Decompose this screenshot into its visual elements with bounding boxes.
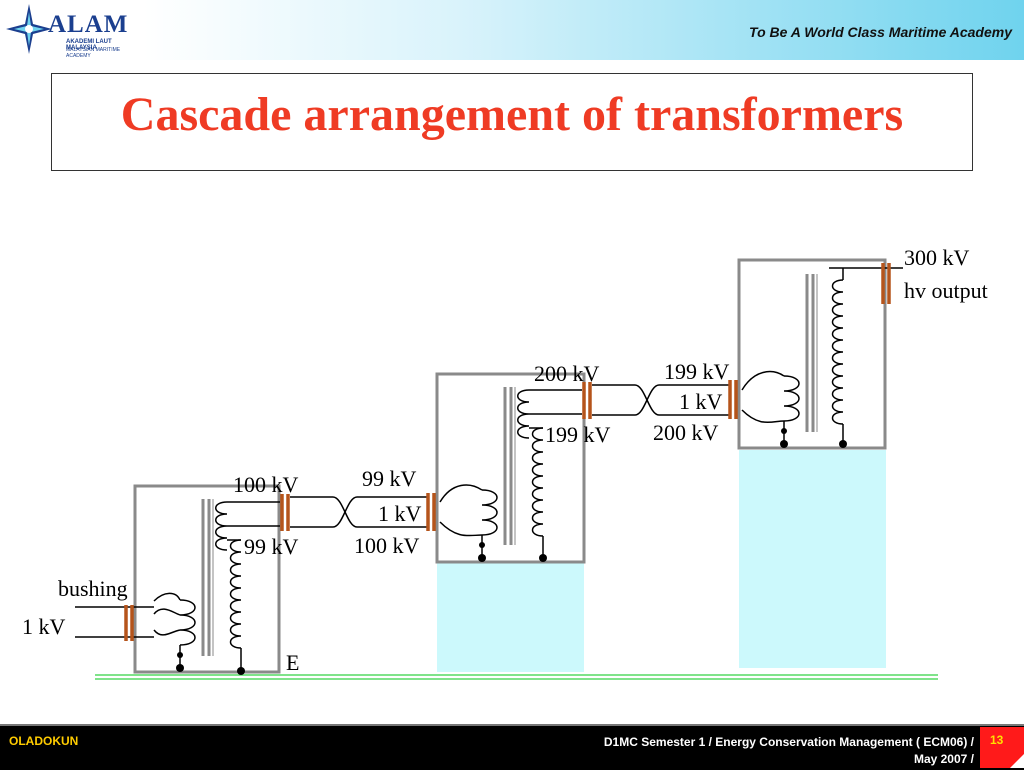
logo-subtitle-english: MALAYSIAN MARITIME ACADEMY (66, 47, 121, 59)
alam-logo: ALAM AKADEMI LAUT MALAYSIA MALAYSIAN MAR… (4, 2, 134, 59)
label-coupling2-mid: 1 kV (679, 389, 723, 414)
footer-course-line2: May 2007 / (913, 752, 974, 766)
star-compass-icon (6, 4, 52, 54)
primary-feed-mid-stage1 (153, 608, 181, 616)
primary-feed-bottom-stage3 (741, 409, 785, 424)
coupling1-cross-a (332, 496, 382, 528)
label-coupling1-top: 99 kV (362, 466, 417, 491)
footer-bar: OLADOKUN D1MC Semester 1 / Energy Conser… (0, 724, 1024, 770)
coupling1-cross-b (332, 496, 382, 528)
junction-3 (781, 428, 787, 434)
page-number: 13 (990, 733, 1004, 747)
slide-title: Cascade arrangement of transformers (120, 88, 904, 141)
coupling2-cross-a (634, 384, 682, 416)
earth-node-2b (539, 554, 547, 562)
primary-feed-bottom-stage1 (153, 629, 181, 636)
tertiary-winding-stage2 (517, 389, 530, 439)
primary-feed-top-stage2 (439, 484, 483, 503)
label-stage1-tap: 99 kV (244, 534, 299, 559)
primary-winding-stage1 (179, 599, 196, 646)
title-box (51, 73, 973, 171)
junction-2 (479, 542, 485, 548)
tank-stage1 (133, 484, 281, 674)
primary-winding-stage3 (783, 375, 800, 422)
hv-winding-stage2 (531, 427, 544, 537)
label-input-kv: 1 kV (22, 614, 66, 639)
header-tagline: To Be A World Class Maritime Academy (749, 24, 1012, 40)
logo-subtitle: AKADEMI LAUT MALAYSIA (66, 39, 112, 51)
label-output-kv: 300 kV (904, 245, 970, 270)
header-band (0, 0, 1024, 60)
hv-winding-stage1 (229, 539, 242, 649)
label-stage1-top: 100 kV (233, 472, 299, 497)
insulating-platform-stage2 (437, 562, 584, 672)
earth-node-1b (237, 667, 245, 675)
tank-stage2 (435, 372, 586, 564)
label-hv-output: hv output (904, 278, 988, 303)
earth-node-3b (839, 440, 847, 448)
footer-author: OLADOKUN (9, 734, 79, 748)
hv-winding-stage3 (831, 279, 844, 425)
primary-feed-top-stage1 (153, 592, 181, 602)
footer-course-line1: D1MC Semester 1 / Energy Conservation Ma… (603, 735, 974, 749)
primary-feed-top-stage3 (741, 370, 785, 391)
earth-node-2a (478, 554, 486, 562)
junction-1 (177, 652, 183, 658)
cascade-transformer-diagram: bushing 1 kV E 100 kV 99 kV 99 kV 1 kV 1… (22, 245, 988, 680)
logo-text: ALAM (48, 11, 129, 38)
tertiary-winding-stage1 (215, 501, 228, 551)
label-coupling2-bottom: 200 kV (653, 420, 719, 445)
footer-course: D1MC Semester 1 / Energy Conservation Ma… (604, 734, 974, 768)
insulating-platform-stage3 (739, 450, 886, 668)
primary-winding-stage2 (481, 489, 498, 536)
label-stage2-tap: 199 kV (545, 422, 611, 447)
primary-feed-bottom-stage2 (439, 521, 483, 537)
label-coupling2-top: 199 kV (664, 359, 730, 384)
earth-node-3a (780, 440, 788, 448)
label-coupling1-mid: 1 kV (378, 501, 422, 526)
earth-node-1a (176, 664, 184, 672)
label-earth: E (286, 650, 299, 675)
label-coupling1-bottom: 100 kV (354, 533, 420, 558)
coupling2-cross-b (634, 384, 682, 416)
tank-stage3 (737, 258, 887, 450)
label-stage2-top: 200 kV (534, 361, 600, 386)
label-bushing: bushing (58, 576, 128, 601)
page-curl (1010, 754, 1024, 768)
